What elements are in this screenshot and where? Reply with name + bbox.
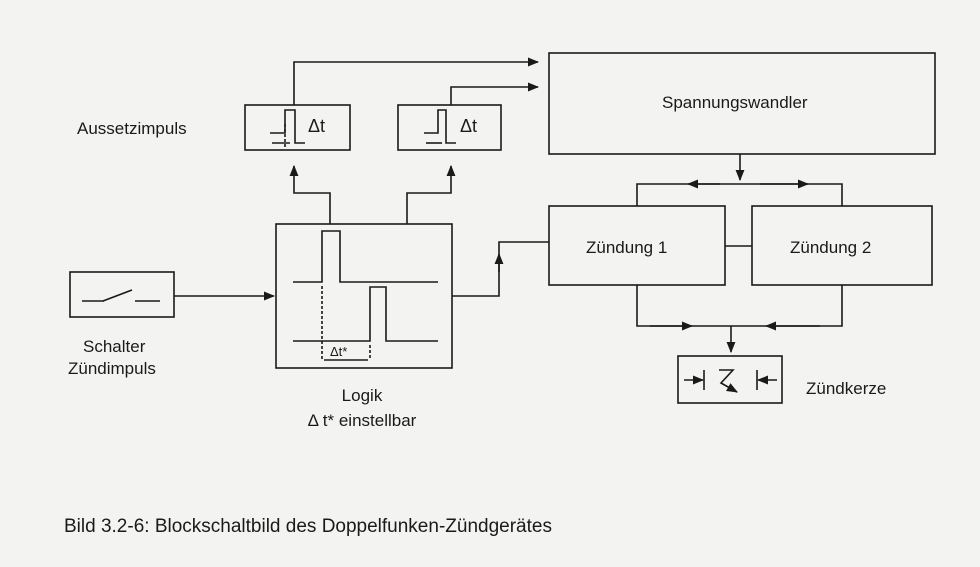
delta-t-right: Δt xyxy=(460,116,477,136)
pulse-symbol-right xyxy=(424,109,456,144)
zuendkerze-block xyxy=(677,355,783,404)
delta-t-star: Δt* xyxy=(330,344,347,359)
spark-plug-symbol xyxy=(684,369,777,393)
figure-caption: Bild 3.2-6: Blockschaltbild des Doppelfu… xyxy=(64,516,552,537)
zuendkerze-label: Zündkerze xyxy=(806,379,887,398)
aussetzimpuls-label: Aussetzimpuls xyxy=(77,119,187,138)
schalter-label: Schalter xyxy=(83,337,146,356)
timer-block-left xyxy=(244,104,351,151)
schalter-block xyxy=(69,271,175,318)
zuendimpuls-label: Zündimpuls xyxy=(68,359,156,378)
zuendung1-label: Zündung 1 xyxy=(586,238,668,257)
logik-label: Logik xyxy=(341,386,383,405)
switch-symbol xyxy=(82,289,160,302)
delta-t-left: Δt xyxy=(308,116,325,136)
logik-pulses xyxy=(293,230,438,361)
logik-block xyxy=(275,223,453,369)
logik-subtitle: Δ t* einstellbar xyxy=(307,411,417,430)
timer-block-right xyxy=(397,104,502,151)
pulse-symbol-left xyxy=(270,109,305,148)
connections xyxy=(174,57,843,354)
spannungswandler-block xyxy=(548,52,936,155)
spannungswandler-label: Spannungswandler xyxy=(662,93,808,112)
zuendung2-label: Zündung 2 xyxy=(790,238,872,257)
